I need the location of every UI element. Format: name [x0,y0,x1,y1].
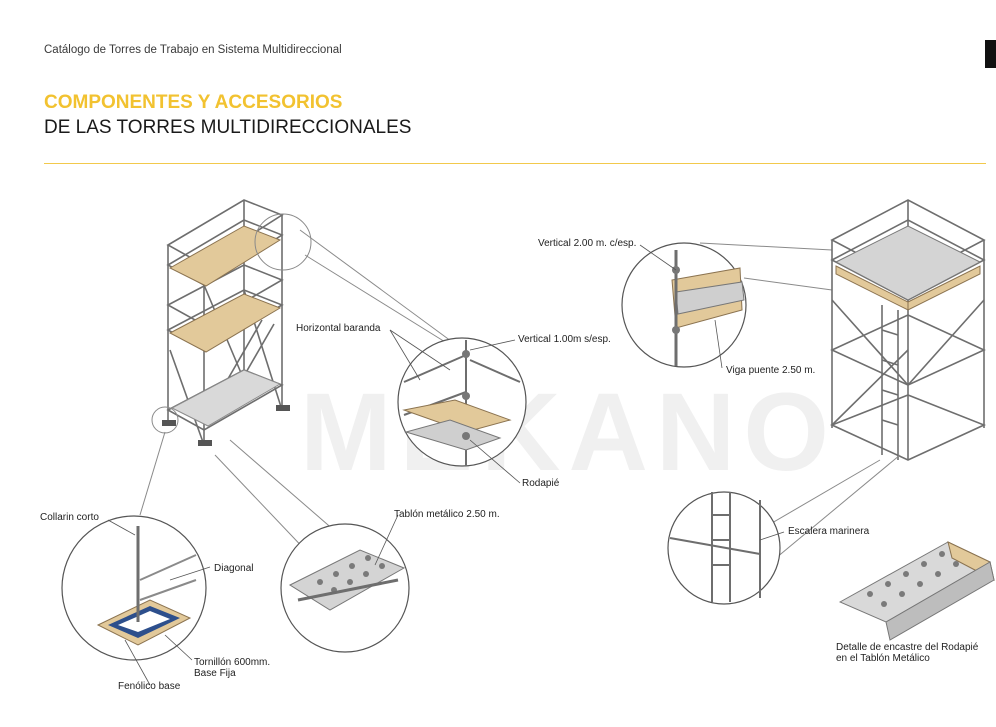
label-tablon-metalico: Tablón metálico 2.50 m. [394,509,500,520]
left-tower-platform-base [170,369,282,427]
page-corner-tab [985,40,996,68]
label-detalle-line2: en el Tablón Metálico [836,653,930,664]
label-fenolico-base: Fenólico base [118,681,181,692]
detail-plank [280,523,410,653]
label-vertical-200: Vertical 2.00 m. c/esp. [538,238,637,249]
watermark-text: MEKANO [300,371,837,494]
right-tower-platform [834,225,982,301]
detail-ladder [667,491,781,605]
left-tower-platform-top [168,225,282,287]
label-escalera-marinera: Escalera marinera [788,526,870,537]
label-tornillon-line2: Base Fija [194,668,236,679]
label-vertical-100: Vertical 1.00m s/esp. [518,334,611,345]
title-rule [44,163,986,164]
label-viga-puente: Viga puente 2.50 m. [726,365,816,376]
detail-railing [397,337,527,467]
label-detalle-encastre: Detalle de encastre del Rodapié en el Ta… [836,642,978,664]
left-tower-platform-mid [168,293,282,353]
label-collarin-corto: Collarin corto [40,512,99,523]
label-tornillon-line1: Tornillón 600mm. [194,657,271,668]
detail-base [61,515,207,661]
section-title-line2: DE LAS TORRES MULTIDIRECCIONALES [44,117,412,138]
detail-toeboard-plank [838,541,995,641]
catalog-title: Catálogo de Torres de Trabajo en Sistema… [44,44,342,56]
detail-vertical-spigot [621,242,747,368]
label-horizontal-baranda: Horizontal baranda [296,323,381,334]
label-detalle-line1: Detalle de encastre del Rodapié [836,642,979,653]
label-tornillon: Tornillón 600mm. Base Fija [194,657,270,679]
label-diagonal: Diagonal [214,563,254,574]
components-drawing: MEKANO [61,199,995,686]
label-rodapie: Rodapié [522,478,560,489]
section-title-line1: COMPONENTES Y ACCESORIOS [44,92,343,113]
